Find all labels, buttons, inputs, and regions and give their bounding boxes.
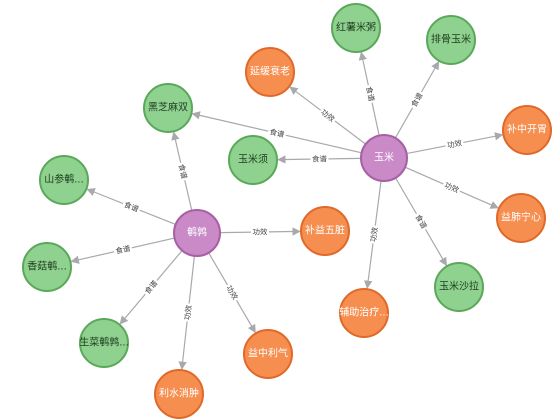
edges-layer: 食谱食谱功效食谱食谱功效功效食谱功效食谱食谱食谱功效食谱功效功效: [70, 51, 504, 370]
edge-label: 食谱: [177, 163, 190, 180]
node-circle[interactable]: [228, 135, 278, 185]
node-label: 玉米: [374, 151, 394, 164]
node-label: 黑芝麻双: [148, 101, 188, 114]
node-yansuan[interactable]: 延缓衰老: [245, 47, 295, 97]
node-yumixu[interactable]: 玉米须: [228, 135, 278, 185]
node-label: 鹌鹑: [187, 226, 207, 239]
node-lishui[interactable]: 利水消肿: [154, 369, 204, 419]
node-circle[interactable]: [496, 193, 546, 243]
node-circle[interactable]: [173, 209, 221, 257]
node-label: 香菇鹌...: [27, 260, 67, 273]
node-label: 排骨玉米: [431, 33, 471, 46]
edge-anchun-lishui: 功效: [178, 255, 196, 370]
node-circle[interactable]: [426, 15, 476, 65]
edge-label-background: [175, 161, 190, 182]
edge-anchun-buyi: 功效: [219, 226, 301, 238]
edge-yumi-hongshu: 食谱: [358, 51, 380, 136]
node-shanshen[interactable]: 山参鹌...: [39, 155, 89, 205]
edge-label: 功效: [368, 226, 380, 243]
edge-yumi-paigu: 食谱: [394, 61, 440, 139]
node-buyi[interactable]: 补益五脏: [300, 206, 350, 256]
edge-label: 食谱: [312, 153, 328, 163]
node-label: 玉米沙拉: [439, 280, 479, 293]
node-xianggu[interactable]: 香菇鹌...: [22, 242, 72, 292]
node-circle[interactable]: [39, 155, 89, 205]
node-label: 益肺宁心: [501, 211, 541, 224]
edge-label: 功效: [182, 304, 194, 321]
node-circle[interactable]: [300, 206, 350, 256]
edge-anchun-shengcai: 食谱: [119, 250, 183, 325]
edge-label-background: [441, 179, 462, 196]
edge-yumi-yansuan: 功效: [289, 86, 367, 145]
edge-label-background: [250, 226, 270, 238]
edge-yumi-fuzhu: 功效: [364, 180, 382, 290]
edge-yumi-buzhong: 功效: [406, 132, 504, 155]
edge-label-background: [368, 224, 381, 245]
edge-anchun-heizhi: 食谱: [171, 131, 193, 211]
node-label: 生菜鹌鹑...: [79, 336, 129, 349]
node-hongshu[interactable]: 红薯米粥: [331, 3, 381, 53]
edge-label-background: [408, 89, 426, 111]
edge-label-background: [223, 282, 241, 303]
node-label: 延缓衰老: [250, 65, 290, 78]
node-shala[interactable]: 玉米沙拉: [434, 262, 484, 312]
node-paigu[interactable]: 排骨玉米: [426, 15, 476, 65]
edge-yumi-heizhi: 食谱: [191, 111, 362, 154]
edge-yumi-shala: 食谱: [395, 177, 447, 267]
node-buzhong[interactable]: 补中开胃: [502, 105, 552, 155]
node-circle[interactable]: [434, 262, 484, 312]
edge-anchun-yizhong: 功效: [208, 252, 256, 334]
node-circle[interactable]: [243, 329, 293, 379]
node-heizhi[interactable]: 黑芝麻双: [143, 83, 193, 133]
node-anchun[interactable]: 鹌鹑: [173, 209, 221, 257]
node-label: 补益五脏: [305, 224, 345, 237]
edge-label-background: [412, 211, 430, 232]
edge-label: 功效: [446, 137, 463, 150]
edge-label: 功效: [252, 226, 268, 236]
node-shengcai[interactable]: 生菜鹌鹑...: [79, 318, 129, 368]
node-label: 辅助治疗...: [339, 306, 389, 319]
node-fuzhu[interactable]: 辅助治疗...: [339, 288, 389, 338]
node-yifei[interactable]: 益肺宁心: [496, 193, 546, 243]
edge-label-background: [121, 198, 142, 215]
node-label: 益中利气: [248, 347, 288, 360]
edge-label-background: [182, 303, 195, 323]
edge-label: 食谱: [114, 243, 131, 256]
node-circle[interactable]: [143, 83, 193, 133]
node-label: 山参鹌...: [44, 173, 84, 186]
node-circle[interactable]: [154, 369, 204, 419]
edge-label-background: [310, 153, 329, 165]
node-label: 红薯米粥: [336, 21, 376, 34]
node-yumi[interactable]: 玉米: [360, 134, 408, 182]
node-circle[interactable]: [22, 242, 72, 292]
edge-label-background: [317, 106, 338, 126]
node-label: 玉米须: [238, 153, 268, 166]
edge-anchun-shanshen: 食谱: [86, 188, 176, 226]
edge-label-background: [113, 242, 133, 257]
edge-anchun-xianggu: 食谱: [70, 237, 175, 264]
edge-label-background: [267, 126, 287, 141]
node-circle[interactable]: [502, 105, 552, 155]
edge-label: 食谱: [364, 85, 377, 102]
node-circle[interactable]: [331, 3, 381, 53]
edge-yumi-yifei: 功效: [404, 166, 499, 209]
node-circle[interactable]: [79, 318, 129, 368]
node-label: 补中开胃: [507, 123, 547, 136]
node-circle[interactable]: [245, 47, 295, 97]
edge-label-background: [363, 84, 377, 104]
edge-yumi-yumixu: 食谱: [277, 153, 362, 165]
edge-label-background: [444, 137, 465, 151]
edge-label: 食谱: [269, 126, 286, 139]
node-circle[interactable]: [360, 134, 408, 182]
node-circle[interactable]: [339, 288, 389, 338]
node-label: 利水消肿: [159, 387, 199, 400]
node-yizhong[interactable]: 益中利气: [243, 329, 293, 379]
edge-label-background: [141, 277, 161, 298]
